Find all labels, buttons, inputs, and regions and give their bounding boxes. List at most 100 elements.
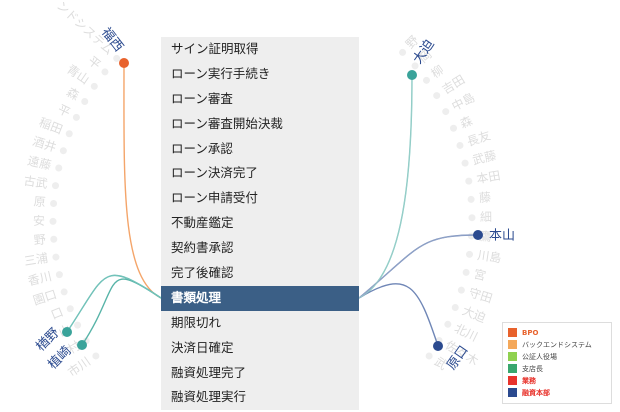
faded-name-label[interactable]: 平 [85, 54, 103, 72]
legend-swatch [508, 328, 517, 337]
faded-node-dot [468, 214, 476, 222]
process-item[interactable]: 契約書承認 [171, 240, 234, 256]
person-node[interactable] [407, 70, 417, 80]
process-item[interactable]: ローン実行手続き [171, 65, 271, 81]
faded-node-dot [461, 159, 469, 167]
faded-node-dot [113, 54, 121, 62]
faded-node-dot [60, 288, 68, 296]
faded-name-label[interactable]: 安 [33, 213, 45, 228]
faded-node-dot [450, 124, 458, 132]
faded-node-dot [425, 352, 433, 360]
faded-name-label[interactable]: 北川 [452, 321, 480, 344]
process-item[interactable]: ローン審査開始決裁 [171, 115, 283, 131]
process-item[interactable]: サイン証明取得 [171, 41, 259, 56]
faded-name-label[interactable]: 香川 [27, 269, 54, 288]
faded-name-label[interactable]: 守田 [467, 285, 494, 305]
faded-node-dot [49, 217, 57, 225]
faded-name-label[interactable]: 宮 [472, 266, 487, 283]
faded-node-dot [457, 286, 465, 294]
faded-name-label[interactable]: 川島 [476, 247, 502, 265]
faded-name-label[interactable]: 稲田 [37, 115, 64, 137]
faded-name-label[interactable]: 長友 [465, 128, 492, 149]
legend-item: 支店長 [508, 363, 606, 374]
process-list: サイン証明取得ローン実行手続きローン審査ローン審査開始決裁ローン承認ローン決済完… [161, 37, 359, 411]
process-item[interactable]: 期限切れ [171, 314, 222, 330]
faded-node-dot [399, 48, 407, 56]
process-item[interactable]: ローン申請受付 [171, 190, 258, 206]
faded-name-label[interactable]: 平 [56, 102, 73, 120]
faded-name-label[interactable]: 酒井 [31, 134, 58, 154]
faded-name-label[interactable]: 藤 [478, 190, 491, 205]
faded-node-dot [422, 76, 430, 84]
person-node[interactable] [473, 230, 483, 240]
connection-links [66, 62, 479, 347]
legend-label: 業務 [522, 376, 536, 385]
faded-name-label[interactable]: 森 [458, 113, 475, 131]
faded-node-dot [81, 98, 89, 105]
faded-node-dot [456, 141, 464, 149]
faded-node-dot [444, 320, 452, 328]
faded-name-label[interactable]: 口 [49, 305, 65, 322]
faded-name-label[interactable]: 園口 [31, 287, 58, 308]
legend-item: 融資本部 [508, 387, 606, 398]
faded-node-dot [66, 305, 74, 313]
faded-node-dot [55, 164, 63, 172]
process-item[interactable]: ローン審査 [171, 90, 233, 106]
faded-node-dot [90, 82, 98, 90]
legend: BPO バックエンドシステム公証人役場支店長業務融資本部 [502, 322, 612, 404]
faded-name-label[interactable]: 遠藤 [26, 154, 53, 173]
legend-label: 支店長 [522, 364, 543, 373]
faded-node-dot [59, 147, 67, 155]
faded-node-dot [101, 68, 109, 76]
faded-name-label[interactable]: 鷹 [479, 228, 492, 244]
person-node[interactable] [433, 341, 443, 351]
faded-node-dot [462, 268, 470, 276]
process-item[interactable]: 融資処理完了 [171, 364, 247, 380]
process-item[interactable]: ローン決済完了 [171, 165, 258, 181]
faded-node-dot [467, 195, 475, 203]
legend-label: バックエンドシステム [522, 340, 592, 349]
faded-name-label[interactable]: 野 [33, 232, 46, 247]
faded-name-label[interactable]: 大迫 [460, 303, 487, 325]
link-curve [358, 283, 439, 347]
faded-node-dot [465, 177, 473, 185]
process-item[interactable]: ローン承認 [171, 140, 233, 156]
faded-name-label[interactable]: 武藤 [471, 148, 498, 167]
faded-name-label[interactable]: 三浦 [23, 251, 49, 269]
faded-node-dot [52, 253, 60, 261]
link-curve [123, 62, 162, 299]
legend-swatch [508, 388, 517, 397]
process-item[interactable]: 不動産鑑定 [171, 215, 234, 231]
faded-node-dot [52, 182, 60, 190]
faded-name-label[interactable]: 柳 [429, 62, 447, 80]
legend-item: BPO [508, 327, 606, 338]
faded-node-dot [92, 352, 100, 360]
faded-name-label[interactable]: 本田 [475, 168, 501, 186]
person-node[interactable] [62, 327, 72, 337]
faded-node-dot [433, 92, 441, 100]
faded-node-dot [465, 250, 473, 258]
legend-item: 公証人役場 [508, 351, 606, 362]
process-item[interactable]: 書類処理 [161, 285, 359, 311]
faded-name-label[interactable]: 古武 [23, 173, 49, 191]
person-label[interactable]: 本山 [489, 229, 515, 244]
faded-node-dot [442, 108, 450, 116]
person-node[interactable] [119, 58, 129, 68]
faded-name-label[interactable]: 細 [480, 210, 492, 224]
legend-item: バックエンドシステム [508, 339, 606, 350]
faded-node-dot [55, 271, 63, 279]
faded-name-label[interactable]: 原 [33, 195, 46, 210]
legend-swatch [508, 340, 517, 349]
person-node[interactable] [77, 340, 87, 350]
legend-swatch [508, 376, 517, 385]
process-item[interactable]: 完了後確認 [171, 265, 234, 281]
link-curve [66, 274, 162, 333]
faded-name-label[interactable]: 森 [64, 84, 82, 103]
faded-node-dot [72, 113, 80, 121]
process-item[interactable]: 融資処理実行 [171, 389, 247, 405]
faded-node-dot [74, 321, 82, 329]
legend-label: BPO [522, 328, 539, 337]
process-item[interactable]: 決済日確定 [171, 339, 234, 355]
faded-node-dot [411, 62, 419, 70]
